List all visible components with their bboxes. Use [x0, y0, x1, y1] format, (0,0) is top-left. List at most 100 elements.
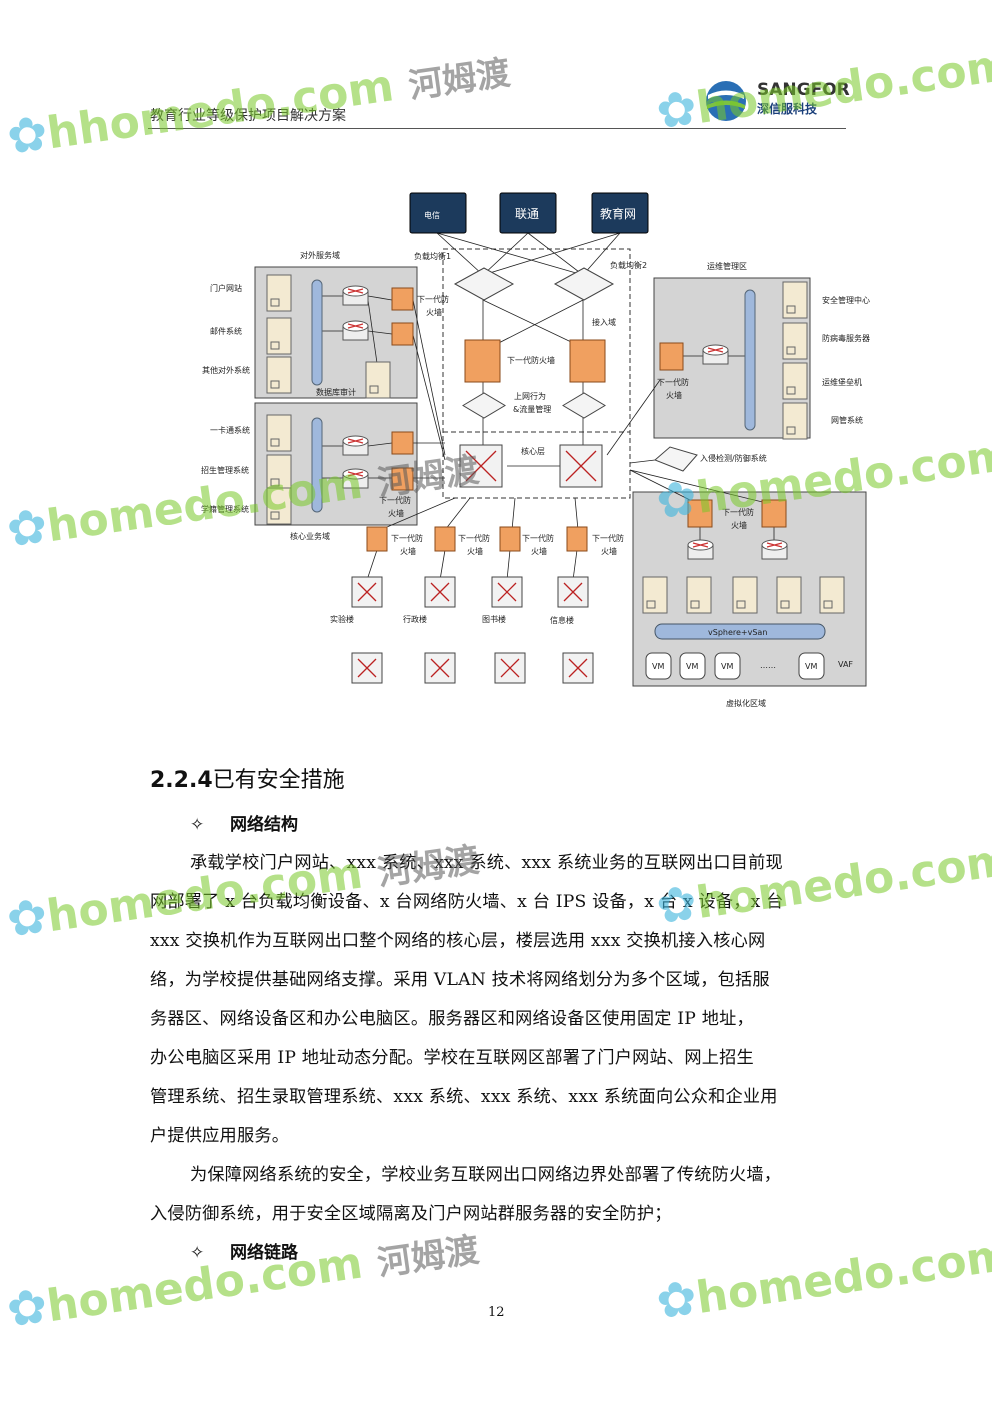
vsphere-label: vSphere+vSan — [708, 628, 767, 637]
core-layer-label: 核心层 — [521, 446, 545, 456]
link-line — [444, 497, 471, 531]
building-switch-icon — [491, 576, 523, 608]
ops-zone-title: 运维管理区 — [707, 261, 747, 271]
ngfw-label: 下一代防 — [379, 495, 411, 505]
vaf-label: VAF — [838, 660, 853, 669]
lb2-label: 负载均衡2 — [610, 260, 647, 270]
subheading-text: 网络链路 — [230, 1243, 298, 1263]
paragraph-line: 户提供应用服务。 — [150, 1126, 290, 1146]
firewall-icon — [434, 526, 456, 552]
subheading-network-link: ✧ 网络链路 — [190, 1238, 298, 1263]
building-label: 行政楼 — [403, 614, 427, 624]
ops-item: 防病毒服务器 — [822, 333, 870, 343]
firewall-icon — [391, 322, 414, 346]
server-icon — [266, 356, 292, 394]
ngfw-label: 下一代防 — [722, 507, 754, 517]
external-item: 邮件系统 — [210, 326, 242, 336]
vm-box-icon — [679, 652, 706, 680]
ngfw-main-2-icon — [569, 339, 606, 383]
globe-logo-icon — [706, 81, 746, 121]
ngfw-label: 火墙 — [731, 520, 747, 530]
link-line — [436, 232, 584, 276]
behavior-label-1: 上网行为 — [514, 391, 546, 401]
router-icon — [342, 468, 369, 489]
logo-text-en: SANGFOR — [757, 80, 850, 100]
sangfor-logo: SANGFOR 深信服科技 — [703, 78, 853, 124]
firewall-icon — [761, 499, 787, 528]
ngfw-label: 下一代防 — [458, 533, 490, 543]
bullet-icon: ✧ — [190, 1243, 205, 1263]
core-zone-item: 招生管理系统 — [201, 465, 249, 475]
firewall-icon — [659, 342, 684, 371]
ngfw-center-label: 下一代防火墙 — [507, 355, 555, 365]
core-switch-1-icon — [459, 444, 503, 488]
link-line — [367, 295, 393, 301]
link-line — [367, 442, 393, 447]
link-line — [629, 469, 776, 506]
ngfw-label: 下一代防 — [417, 294, 449, 304]
floor-switch-icon — [494, 652, 526, 684]
ngfw-main-1-icon — [464, 339, 501, 383]
server-icon — [266, 317, 292, 355]
link-line — [482, 232, 529, 276]
bus-pipe-icon — [744, 289, 756, 431]
isp-edu-label: 教育网 — [600, 206, 636, 221]
server-icon — [365, 361, 391, 399]
ops-item: 网管系统 — [831, 415, 863, 425]
link-line — [482, 232, 621, 276]
network-topology-diagram: 电信 联通 教育网 负载均衡1 负载均衡2 接入域 下一代防火墙 上网行为 &流… — [201, 192, 870, 708]
ngfw-label: 火墙 — [531, 546, 547, 556]
paragraph-line: 为保障网络系统的安全，学校业务互联网出口网络边界处部署了传统防火墙， — [190, 1165, 782, 1185]
vm-ellipsis: …… — [760, 661, 776, 670]
isp-telecom-box — [409, 192, 467, 234]
building-switch-icon — [424, 576, 456, 608]
link-line — [582, 232, 621, 276]
server-icon — [266, 274, 292, 312]
subheading-text: 网络结构 — [230, 815, 298, 835]
bus-pipe-icon — [311, 417, 323, 513]
server-icon — [782, 362, 808, 400]
paragraph-line: 入侵防御系统，用于安全区域隔离及门户网站群服务器的安全防护； — [150, 1204, 672, 1224]
link-line — [436, 232, 484, 276]
link-line — [629, 469, 701, 506]
external-zone-title: 对外服务域 — [300, 250, 340, 260]
ngfw-label: 下一代防 — [391, 533, 423, 543]
external-item: 门户网站 — [210, 283, 242, 293]
link-line — [412, 299, 446, 456]
paragraph-line: 络，为学校提供基础网络支撑。采用 VLAN 技术将网络划分为多个区域，包括服 — [150, 970, 770, 990]
link-line — [366, 549, 378, 581]
link-line — [629, 459, 656, 464]
building-label: 信息楼 — [550, 615, 574, 625]
server-icon — [782, 281, 808, 319]
link-line — [511, 497, 516, 531]
vm-label: VM — [652, 662, 664, 671]
paragraph-line: 管理系统、招生录取管理系统、xxx 系统、xxx 系统、xxx 系统面向公众和企… — [150, 1087, 778, 1107]
link-line — [506, 549, 511, 581]
core-switch-2-icon — [559, 444, 603, 488]
server-icon — [266, 414, 292, 452]
floor-switch-icon — [424, 652, 456, 684]
behavior-mgmt-1-icon — [462, 392, 506, 419]
ngfw-label: 火墙 — [601, 546, 617, 556]
server-icon — [266, 454, 292, 492]
header-divider — [148, 128, 846, 129]
link-line — [574, 497, 579, 531]
ngfw-label: 火墙 — [400, 546, 416, 556]
link-line — [439, 549, 446, 581]
header-title: 教育行业等级保护项目解决方案 — [150, 108, 346, 124]
firewall-icon — [687, 499, 713, 528]
server-icon — [782, 322, 808, 360]
behavior-label-2: &流量管理 — [513, 404, 551, 414]
isp-edu-box — [591, 192, 649, 234]
router-icon — [342, 285, 369, 306]
link-line — [379, 497, 456, 531]
watermark: ✿homedo.com 河姆渡 — [3, 1230, 482, 1339]
bullet-icon: ✧ — [190, 815, 205, 835]
ngfw-label: 火墙 — [467, 546, 483, 556]
vsphere-pipe-icon — [654, 623, 826, 640]
watermark: ✿homedo.com — [652, 1229, 992, 1331]
paragraph-line: xxx 交换机作为互联网出口整个网络的核心层，楼层选用 xxx 交换机接入核心网 — [150, 931, 766, 951]
section-number: 2.2.4 — [150, 768, 213, 793]
isp-unicom-label: 联通 — [515, 207, 539, 221]
firewall-icon — [499, 526, 521, 552]
